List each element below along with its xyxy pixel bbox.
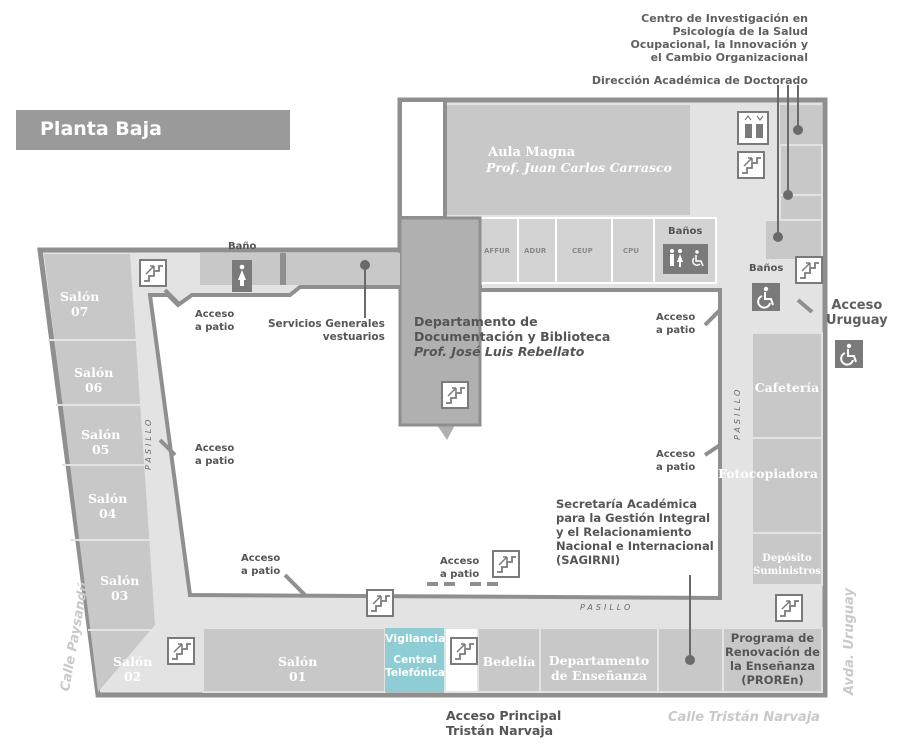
servicios-generales-label: Servicios Generales vestuarios [268,318,385,343]
room-adur: ADUR [524,247,547,255]
stairs-icon [441,381,469,409]
room-salon-07: Salón 07 [60,289,100,319]
depto-documentacion-subtitle: Prof. José Luis Rebellato [414,344,585,359]
room-salon-05: Salón 05 [81,427,121,457]
room-cafeteria: Cafetería [754,380,820,395]
stairs-icon [450,637,478,665]
wheelchair-icon [751,282,781,312]
acceso-principal-label: Acceso Principal Tristán Narvaja [446,708,562,738]
floor-title-banner: Planta Baja [16,110,290,150]
street-label-tristan: Calle Tristán Narvaja [668,710,820,725]
room-cpu: CPU [623,247,639,255]
room-affur: AFFUR [484,247,511,255]
stairs-icon [492,550,520,578]
pasillo-label: PASILLO [580,603,634,612]
room-aula-magna-subtitle: Prof. Juan Carlos Carrasco [486,160,672,175]
room-central-telefonica: Central Telefónica [385,654,445,679]
wheelchair-icon [834,339,864,369]
acceso-patio-label: Acceso a patio [440,556,480,580]
pasillo-label: PASILLO [733,386,742,440]
floor-title: Planta Baja [40,118,162,140]
room-depto-ensenanza: Departamento de Enseñanza [548,653,650,683]
restroom-icon [663,244,708,274]
room-vigilancia: Vigilancia [385,632,446,645]
stairs-icon [795,256,823,284]
bano-label: Baño [228,241,257,252]
acceso-uruguay-label: Acceso Uruguay [826,298,888,328]
room-fotocopiadora: Fotocopiadora [718,466,818,481]
womens-restroom-icon [232,260,252,292]
room-salon-01: Salón 01 [278,654,318,684]
acceso-patio-label: Acceso a patio [195,309,235,333]
secretaria-label: Secretaría Académica para la Gestión Int… [556,497,714,567]
stairs-icon [139,259,167,287]
elevator-icon [737,111,769,145]
stairs-icon [737,151,765,179]
room-ceup: CEUP [572,247,593,255]
acceso-patio-label: Acceso a patio [241,553,281,577]
stairs-icon [775,594,803,622]
depto-documentacion-label: Departamento de Documentación y Bibliote… [414,314,611,344]
room-salon-04: Salón 04 [88,491,128,521]
pasillo-label: PASILLO [144,416,153,470]
street-label-uruguay: Avda. Uruguay [842,588,857,695]
room-deposito: Depósito Suministros [753,553,821,577]
acceso-patio-label: Acceso a patio [656,449,696,473]
room-proren: Programa de Renovación de la Enseñanza (… [725,631,820,687]
direccion-doctorado-label: Dirección Académica de Doctorado [591,74,808,87]
room-salon-06: Salón 06 [74,365,114,395]
acceso-patio-label: Acceso a patio [195,443,235,467]
centro-investigacion-label: Centro de Investigación en Psicología de… [630,12,809,64]
room-aula-magna: Aula Magna [488,145,576,160]
acceso-patio-label: Acceso a patio [656,312,696,336]
room-salon-03: Salón 03 [100,573,140,603]
stairs-icon [167,637,195,665]
room-banos-top: Baños [668,226,703,237]
banos-right-label: Baños [749,263,784,274]
room-bedelia: Bedelía [482,654,536,669]
room-salon-02: Salón 02 [113,654,153,684]
stairs-icon [366,589,394,617]
